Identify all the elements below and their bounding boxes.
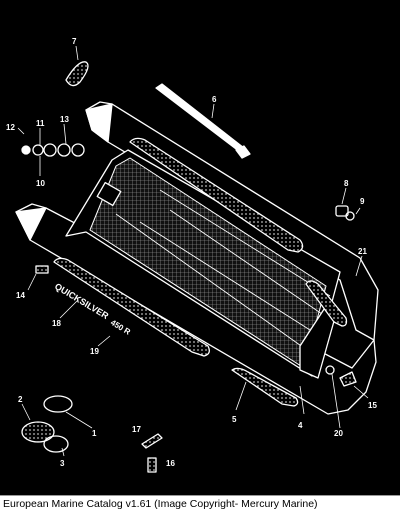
- grab-handle-part: [65, 61, 89, 87]
- callout-18: 18: [52, 319, 61, 328]
- callout-16: 16: [166, 459, 175, 468]
- catalog-caption: European Marine Catalog v1.61 (Image Cop…: [3, 498, 318, 510]
- callout-20: 20: [334, 429, 343, 438]
- callout-6: 6: [212, 95, 217, 104]
- boat-model-label: 450 R: [109, 318, 132, 337]
- callout-11: 11: [36, 119, 45, 128]
- callout-15: 15: [368, 401, 377, 410]
- part-17: [141, 433, 163, 449]
- callout-9: 9: [360, 197, 365, 206]
- callout-21: 21: [358, 247, 367, 256]
- rubstrip-upper-2: [305, 280, 348, 327]
- oar-part: [155, 83, 251, 159]
- part-16: [147, 457, 157, 473]
- callout-3: 3: [60, 459, 65, 468]
- callout-8: 8: [344, 179, 349, 188]
- lower-tube: [15, 203, 377, 415]
- callout-labels: 7 6 12 11 13 10 8 9 21 14 18 19 5 4 20 1…: [6, 37, 377, 468]
- callout-17: 17: [132, 425, 141, 434]
- callout-10: 10: [36, 179, 45, 188]
- callout-5: 5: [232, 415, 237, 424]
- parts-diagram: QUICKSILVER 450 R 7 6 12 11 13 10 8 9 21…: [6, 37, 379, 473]
- valve-cap-part: [335, 205, 355, 221]
- callout-4: 4: [298, 421, 303, 430]
- valve-20: [325, 365, 335, 375]
- leader-lines: [17, 45, 369, 457]
- rubstrip-lower-1: [53, 257, 210, 357]
- callout-1: 1: [92, 429, 97, 438]
- callout-12: 12: [6, 123, 15, 132]
- callout-2: 2: [18, 395, 23, 404]
- rubstrip-lower-2: [231, 367, 299, 407]
- valve-15: [339, 371, 357, 387]
- caption-bar: European Marine Catalog v1.61 (Image Cop…: [0, 495, 400, 513]
- valve-assembly-part: [21, 395, 73, 453]
- callout-19: 19: [90, 347, 99, 356]
- handle-14: [35, 265, 49, 274]
- rubstrip-upper: [129, 137, 304, 253]
- callout-14: 14: [16, 291, 25, 300]
- lower-tube-cone: [15, 207, 47, 241]
- callout-13: 13: [60, 115, 69, 124]
- boat-hull: [15, 101, 379, 415]
- callout-7: 7: [72, 37, 77, 46]
- upper-tube-cone: [85, 103, 113, 143]
- valve-kit-part: [21, 143, 85, 157]
